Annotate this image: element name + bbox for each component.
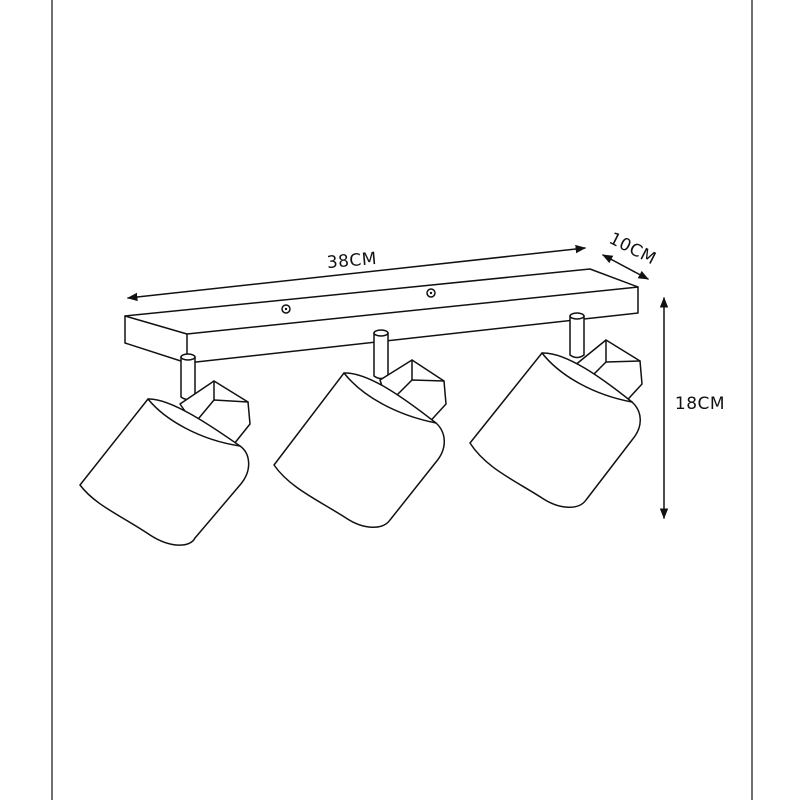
- depth-dimension: 10CM: [602, 229, 660, 280]
- spot-lamp-3: [469, 312, 643, 508]
- spot-lamp-2: [273, 329, 447, 528]
- ceiling-base-plate: [124, 268, 639, 364]
- depth-label: 10CM: [606, 229, 660, 270]
- height-label: 18CM: [675, 394, 725, 414]
- spot-lamp-1: [79, 353, 251, 546]
- width-label: 38CM: [326, 249, 378, 273]
- width-dimension: 38CM: [126, 244, 587, 302]
- height-dimension: 18CM: [659, 296, 725, 520]
